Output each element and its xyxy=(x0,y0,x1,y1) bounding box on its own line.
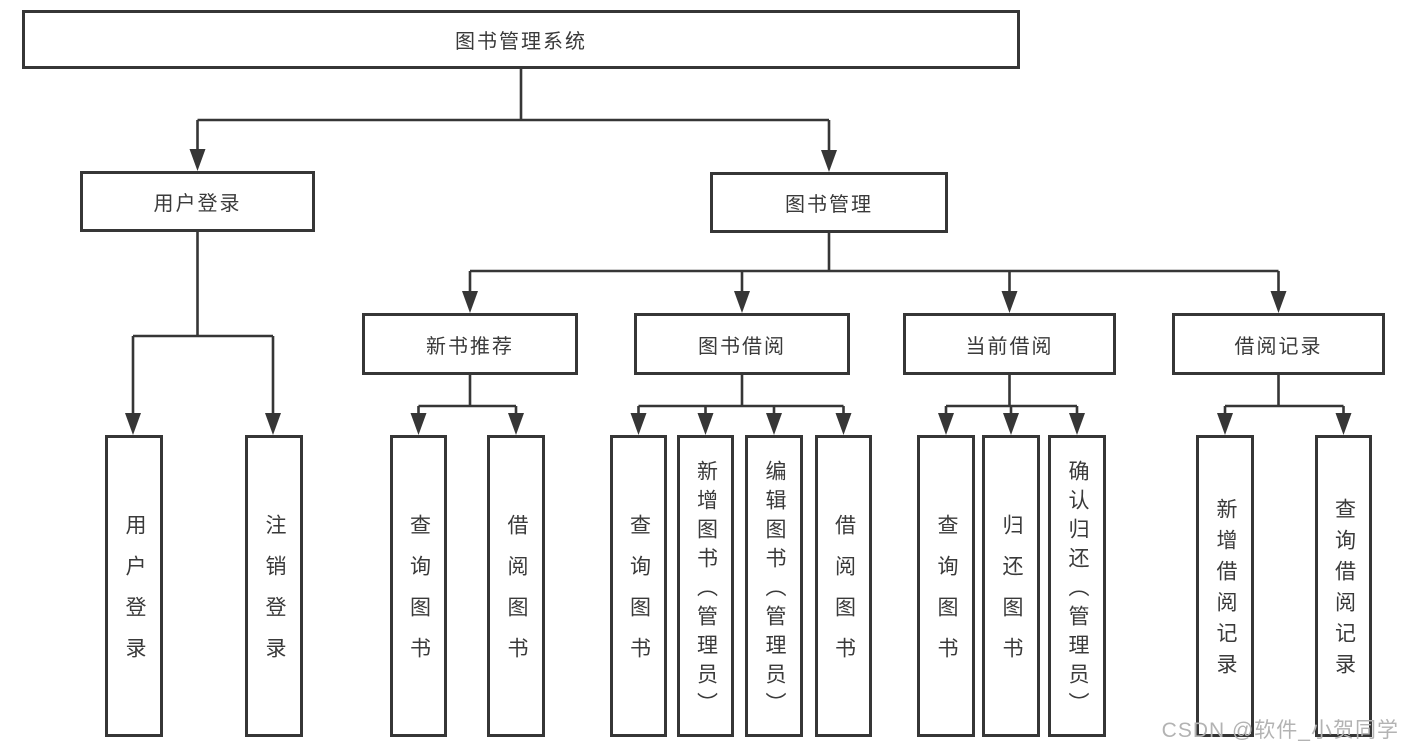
arrow-down-icon xyxy=(630,413,647,435)
arrow-down-icon xyxy=(697,413,714,435)
node-borrow-records: 借阅记录 xyxy=(1172,313,1385,375)
arrow-down-icon xyxy=(1069,413,1085,435)
node-label: 编辑图书（管理员） xyxy=(763,459,786,721)
leaf-query-books-2: 查询图书 xyxy=(610,435,667,737)
leaf-edit-books-admin: 编辑图书（管理员） xyxy=(745,435,803,737)
node-label: 查询图书 xyxy=(407,514,431,678)
node-label: 借阅图书 xyxy=(832,514,856,678)
node-label: 用户登录 xyxy=(123,514,146,678)
arrow-down-icon xyxy=(1270,291,1287,313)
node-label: 新增图书（管理员） xyxy=(694,459,718,721)
leaf-add-borrow-record: 新增借阅记录 xyxy=(1196,435,1254,737)
node-label: 新书推荐 xyxy=(426,335,514,358)
arrow-down-icon xyxy=(462,291,478,313)
arrow-down-icon xyxy=(410,413,427,435)
node-label: 用户登录 xyxy=(153,193,242,215)
leaf-user-login: 用户登录 xyxy=(105,435,163,737)
leaf-borrow-books-1: 借阅图书 xyxy=(487,435,545,737)
leaf-return-books: 归还图书 xyxy=(982,435,1040,737)
arrow-down-icon xyxy=(821,150,837,172)
node-label: 图书管理系统 xyxy=(455,31,587,53)
node-label: 查询借阅记录 xyxy=(1332,498,1356,684)
leaf-confirm-return-admin: 确认归还（管理员） xyxy=(1048,435,1106,737)
leaf-query-books-3: 查询图书 xyxy=(917,435,975,737)
node-label: 当前借阅 xyxy=(965,335,1054,358)
node-label: 图书管理 xyxy=(785,194,873,216)
node-current-borrow: 当前借阅 xyxy=(903,313,1116,375)
node-label: 确认归还（管理员） xyxy=(1066,459,1089,721)
arrow-down-icon xyxy=(1003,413,1019,435)
arrow-down-icon xyxy=(835,413,852,435)
node-label: 图书借阅 xyxy=(698,335,786,358)
csdn-watermark: CSDN @软件_小贺同学 xyxy=(1161,719,1399,742)
arrow-down-icon xyxy=(1217,413,1233,435)
node-label: 借阅记录 xyxy=(1234,335,1323,358)
arrow-down-icon xyxy=(125,413,141,435)
leaf-borrow-books-2: 借阅图书 xyxy=(815,435,872,737)
node-label: 查询图书 xyxy=(935,514,958,678)
node-book-management: 图书管理 xyxy=(710,172,948,233)
leaf-query-books-1: 查询图书 xyxy=(390,435,447,737)
node-library-management-system: 图书管理系统 xyxy=(22,10,1020,69)
node-label: 归还图书 xyxy=(1000,514,1023,678)
arrow-down-icon xyxy=(734,291,750,313)
node-book-borrow: 图书借阅 xyxy=(634,313,850,375)
arrow-down-icon xyxy=(265,413,281,435)
arrow-down-icon xyxy=(766,413,782,435)
node-new-book-recommend: 新书推荐 xyxy=(362,313,578,375)
leaf-add-books-admin: 新增图书（管理员） xyxy=(677,435,734,737)
node-label: 注销登录 xyxy=(263,514,286,678)
node-label: 借阅图书 xyxy=(505,514,528,678)
leaf-logout: 注销登录 xyxy=(245,435,303,737)
node-user-login: 用户登录 xyxy=(80,171,315,232)
arrow-down-icon xyxy=(508,413,524,435)
arrow-down-icon xyxy=(1335,413,1352,435)
arrow-down-icon xyxy=(189,149,206,171)
arrow-down-icon xyxy=(1001,291,1018,313)
arrow-down-icon xyxy=(938,413,954,435)
leaf-query-borrow-record: 查询借阅记录 xyxy=(1315,435,1372,737)
node-label: 查询图书 xyxy=(627,514,651,678)
node-label: 新增借阅记录 xyxy=(1214,498,1237,684)
